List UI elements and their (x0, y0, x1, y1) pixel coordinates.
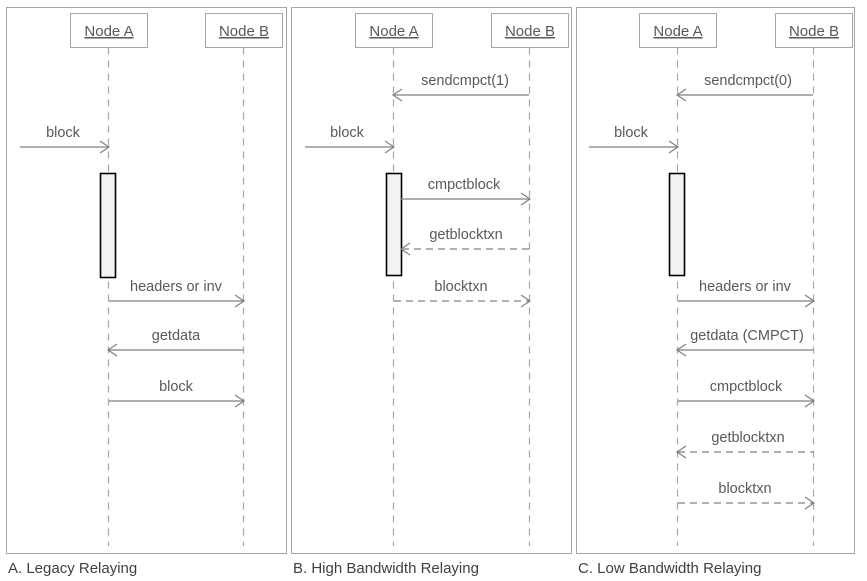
panel-a-border (6, 7, 287, 554)
panel-a-message-headers-or-inv: headers or inv (109, 279, 246, 308)
panel-a-node-a-label: Node A (84, 23, 133, 40)
panel-a: Node A Node B block headers or inv (6, 7, 287, 577)
panel-c-message-sendcmpct: sendcmpct(0) (675, 73, 813, 102)
panel-a-activation-node-a (99, 172, 117, 279)
panel-b-message-label: getblocktxn (429, 227, 502, 243)
panel-c-message-getblocktxn: getblocktxn (675, 430, 813, 459)
panel-b-border (291, 7, 572, 554)
panel-b-node-b-box[interactable] (491, 13, 569, 48)
panel-c-message-headers-or-inv: headers or inv (678, 279, 816, 308)
panel-c-message-blocktxn: blocktxn (678, 481, 816, 510)
panel-c-message-label: headers or inv (699, 279, 792, 295)
panel-b-node-a-label: Node A (369, 23, 418, 40)
arrowhead-right-icon (384, 140, 396, 154)
panel-b-message-getblocktxn: getblocktxn (399, 227, 529, 256)
arrowhead-right-icon (234, 394, 246, 408)
panel-a-node-b-label: Node B (219, 23, 269, 40)
panel-c-message-label: getdata (CMPCT) (690, 328, 804, 344)
panel-c-node-b-label: Node B (789, 23, 839, 40)
arrowhead-right-icon (99, 140, 111, 154)
panel-c-activation-node-a (668, 172, 686, 277)
panel-b-message-label: cmpctblock (428, 177, 501, 193)
arrowhead-left-icon (675, 445, 687, 459)
panel-b-message-cmpctblock: cmpctblock (401, 177, 532, 206)
panel-b-node-b-label: Node B (505, 23, 555, 40)
panel-c-message-label: cmpctblock (710, 379, 783, 395)
arrowhead-right-icon (804, 294, 816, 308)
panel-a-caption: A. Legacy Relaying (8, 560, 137, 577)
panel-a-message-label: block (46, 125, 81, 141)
panel-a-message-label: headers or inv (130, 279, 223, 295)
panel-a-message-label: getdata (152, 328, 201, 344)
arrowhead-right-icon (234, 294, 246, 308)
arrowhead-right-icon (520, 294, 532, 308)
arrowhead-left-icon (106, 343, 118, 357)
panel-c-message-getdata-cmpct: getdata (CMPCT) (675, 328, 813, 357)
panel-c-node-b-box[interactable] (775, 13, 853, 48)
panel-a-message-block-out: block (109, 379, 246, 408)
panel-c: Node A Node B sendcmpct(0) block headers… (576, 7, 855, 577)
panel-b-message-sendcmpct: sendcmpct(1) (391, 73, 529, 102)
panel-c-message-label: sendcmpct(0) (704, 73, 792, 89)
panel-b-message-label: blocktxn (434, 279, 487, 295)
panel-c-message-block-in: block (589, 125, 680, 154)
arrowhead-left-icon (391, 88, 403, 102)
arrowhead-left-icon (675, 88, 687, 102)
panel-c-message-label: block (614, 125, 649, 141)
panel-a-message-block-in: block (20, 125, 111, 154)
panel-c-caption: C. Low Bandwidth Relaying (578, 560, 761, 577)
panel-b: Node A Node B sendcmpct(1) block cmpctbl… (291, 7, 572, 577)
panel-b-message-label: block (330, 125, 365, 141)
arrowhead-left-icon (399, 242, 411, 256)
panel-b-message-block-in: block (305, 125, 396, 154)
panel-c-message-label: getblocktxn (711, 430, 784, 446)
panel-c-message-cmpctblock: cmpctblock (678, 379, 816, 408)
panel-c-border (576, 7, 855, 554)
arrowhead-left-icon (675, 343, 687, 357)
panel-a-message-label: block (159, 379, 194, 395)
panel-b-message-blocktxn: blocktxn (394, 279, 532, 308)
panel-a-node-b-box[interactable] (205, 13, 283, 48)
arrowhead-right-icon (804, 496, 816, 510)
panel-c-node-a-label: Node A (653, 23, 702, 40)
arrowhead-right-icon (668, 140, 680, 154)
arrowhead-right-icon (804, 394, 816, 408)
panel-a-message-getdata: getdata (106, 328, 243, 357)
panel-b-activation-node-a (385, 172, 403, 277)
panel-b-caption: B. High Bandwidth Relaying (293, 560, 479, 577)
arrowhead-right-icon (520, 192, 532, 206)
panel-c-message-label: blocktxn (718, 481, 771, 497)
panel-b-message-label: sendcmpct(1) (421, 73, 509, 89)
